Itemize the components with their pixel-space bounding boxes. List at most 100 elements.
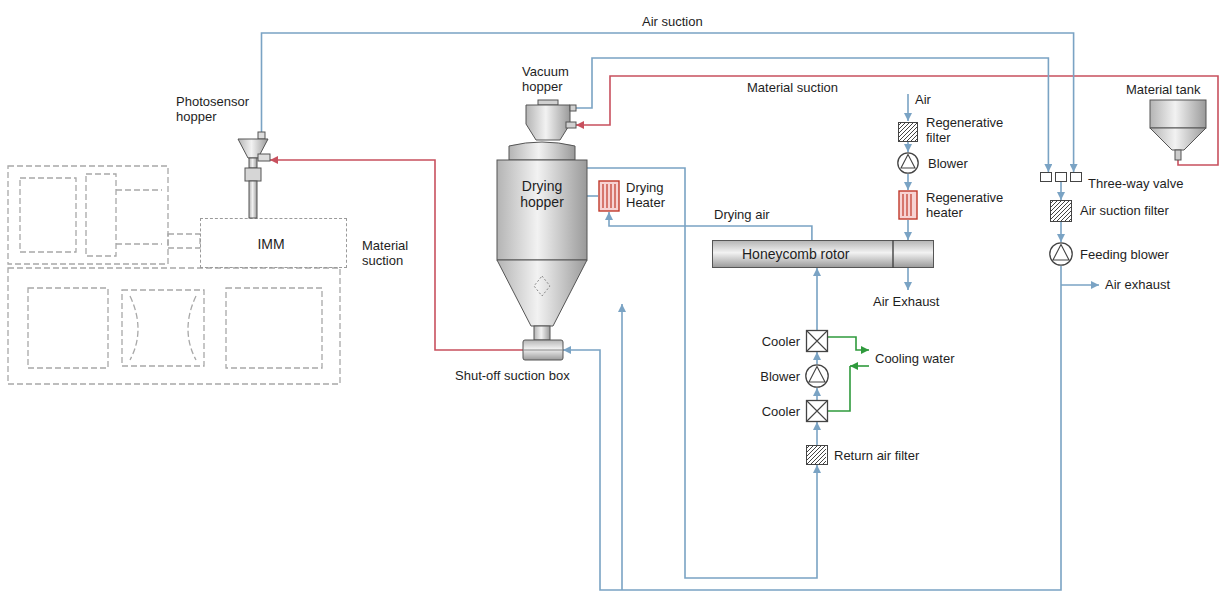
shape-part: [1064, 214, 1072, 222]
flow-connector: [816, 268, 818, 330]
air-flow-arrows: [622, 94, 1099, 590]
shape-part: [807, 331, 827, 351]
label-holder: Air suction filter: [1080, 203, 1169, 218]
shape-part: [807, 331, 828, 352]
shape-part: [526, 105, 570, 140]
component-label: Air suction filter: [1080, 203, 1169, 218]
component-label: Cooler: [748, 404, 800, 419]
shape-part: [538, 100, 558, 105]
component-label: Regenerative filter: [926, 115, 1010, 145]
shape-outline: [806, 330, 828, 352]
flow-connector: [816, 388, 818, 400]
shape-part: [1056, 206, 1072, 222]
flow-label: Drying air: [712, 207, 772, 222]
shape-part: [249, 181, 257, 218]
shape-part: [1052, 202, 1072, 222]
label-holder: Photosensor hopper: [176, 94, 254, 124]
shape-outline: [497, 140, 587, 340]
component-label: Cooler: [748, 334, 800, 349]
suction-box-symbol: Shut-off suction box: [523, 340, 563, 360]
component-label: Regenerative heater: [926, 190, 1010, 220]
shape-part: [892, 240, 893, 268]
shape-part: [523, 340, 563, 360]
component-label: Drying Heater: [626, 180, 682, 210]
shape-outline: [806, 445, 828, 465]
component-label: Material tank: [1126, 82, 1200, 97]
shape-part: [1056, 173, 1067, 182]
flow-connector: [587, 195, 598, 197]
label-holder: Blower: [928, 156, 968, 171]
shape-part: [814, 453, 826, 465]
imm-machine-outline: [226, 288, 322, 368]
flow-connector: [587, 168, 817, 578]
label-holder: Shut-off suction box: [455, 368, 570, 383]
label-holder: Return air filter: [834, 448, 919, 463]
shape-part: [249, 158, 257, 168]
shape-part: [1041, 173, 1052, 182]
label-holder: Material suction: [745, 80, 840, 95]
cooling-water-lines: [828, 366, 850, 411]
shape-part: [806, 445, 822, 461]
shape-part: [910, 194, 911, 216]
shape-outline: [236, 132, 270, 218]
shape-part: [806, 445, 826, 465]
shape-part: [599, 181, 619, 211]
shape-part: [1060, 210, 1072, 222]
air-flow-arrows: [907, 94, 909, 121]
shape-part: [898, 122, 906, 130]
shape-part: [497, 260, 587, 326]
label-holder: Air: [914, 92, 932, 107]
label-holder: Material suction: [360, 238, 430, 268]
machine-box: IMM: [200, 218, 347, 268]
shape-part: [602, 184, 603, 208]
shape-part: [566, 122, 576, 128]
imm-machine-outline: [20, 178, 76, 252]
shape-part: [1175, 150, 1181, 160]
flow-connector: [907, 142, 909, 152]
flow-connector: [907, 174, 909, 190]
shape-outline: [898, 190, 918, 220]
label-holder: Cooler: [748, 334, 800, 349]
shape-part: [1068, 218, 1072, 222]
shape-part: [610, 184, 611, 208]
shape-part: [245, 168, 261, 181]
shape-part: [807, 446, 828, 465]
flow-label: Air suction: [640, 14, 705, 29]
tank-symbol: Material tank: [1150, 100, 1206, 160]
label-holder: Air exhaust: [1104, 277, 1171, 292]
shape-part: [1050, 243, 1072, 265]
shape-outline: [806, 400, 828, 422]
label-holder: Feeding blower: [1080, 247, 1169, 262]
shape-part: [809, 367, 825, 383]
flow-note: Air exhaust: [1104, 277, 1171, 292]
label-holder: Drying air: [712, 207, 772, 222]
label-holder: Drying hopper: [507, 178, 577, 210]
imm-machine-outline: [8, 166, 340, 384]
shape-part: [1150, 128, 1206, 150]
flow-connector: [1060, 222, 1062, 242]
shape-part: [606, 184, 607, 208]
heater-symbol: Drying Heater: [598, 180, 620, 212]
filter-symbol: Return air filter: [806, 445, 828, 465]
shape-part: [1053, 245, 1069, 261]
shape-outline: [897, 152, 919, 174]
cooling-water-lines: [850, 365, 869, 367]
shape-part: [523, 350, 563, 351]
component-label: Photosensor hopper: [176, 94, 254, 124]
flow-connector: [816, 422, 818, 445]
shape-part: [570, 105, 576, 111]
shape-part: [509, 142, 575, 160]
shape-part: [1050, 200, 1070, 220]
flow-note: Air Exhaust: [872, 294, 940, 309]
shape-part: [910, 134, 918, 142]
flow-connector: [576, 58, 1048, 172]
shape-outline: [598, 180, 620, 212]
imm-machine-outline: [8, 268, 340, 384]
shape-part: [1050, 200, 1054, 204]
shape-part: [534, 276, 550, 296]
label-holder: Air Exhaust: [872, 294, 940, 309]
label-holder: Vacuum hopper: [522, 64, 582, 94]
flow-connector: [1060, 182, 1062, 200]
shape-part: [902, 194, 903, 216]
shape-part: [713, 241, 934, 268]
